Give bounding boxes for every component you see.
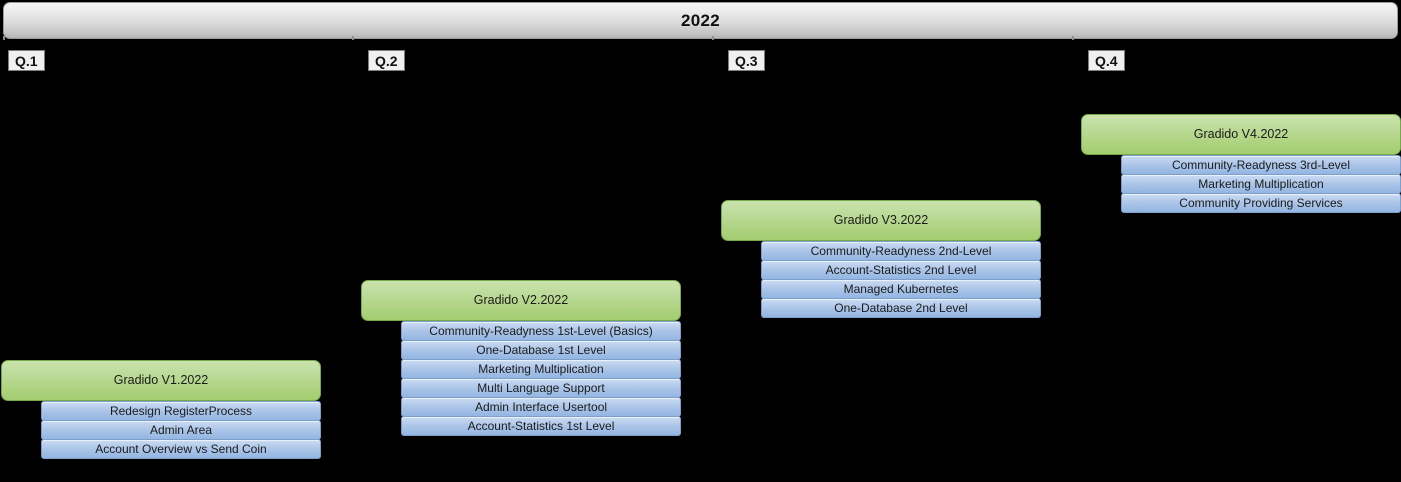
feature-label: Account Overview vs Send Coin bbox=[95, 442, 267, 456]
release-header-v3[interactable]: Gradido V3.2022 bbox=[721, 200, 1041, 241]
quarter-notch-1 bbox=[3, 36, 5, 40]
feature-label: One-Database 1st Level bbox=[476, 343, 606, 357]
release-header-v1[interactable]: Gradido V1.2022 bbox=[1, 360, 321, 401]
feature-label: Community-Readyness 1st-Level (Basics) bbox=[429, 324, 653, 338]
feature-row[interactable]: Community-Readyness 3rd-Level bbox=[1121, 155, 1401, 175]
feature-label: Community-Readyness 3rd-Level bbox=[1171, 158, 1351, 172]
feature-row[interactable]: One-Database 1st Level bbox=[401, 340, 681, 360]
release-title-v4: Gradido V4.2022 bbox=[1193, 127, 1289, 142]
feature-row[interactable]: Community-Readyness 2nd-Level bbox=[761, 241, 1041, 261]
feature-row[interactable]: Marketing Multiplication bbox=[1121, 174, 1401, 194]
feature-list-v2: Community-Readyness 1st-Level (Basics) On… bbox=[401, 321, 681, 436]
feature-row[interactable]: Account-Statistics 2nd Level bbox=[761, 260, 1041, 280]
feature-row[interactable]: Redesign RegisterProcess bbox=[41, 401, 321, 421]
feature-label: Account-Statistics 2nd Level bbox=[825, 263, 977, 277]
feature-label: Account-Statistics 1st Level bbox=[467, 419, 615, 433]
year-bar: 2022 bbox=[3, 2, 1398, 39]
feature-label: Multi Language Support bbox=[477, 381, 605, 395]
feature-label: Admin Area bbox=[149, 423, 213, 437]
feature-label: Marketing Multiplication bbox=[1198, 177, 1324, 191]
feature-label: Managed Kubernetes bbox=[843, 282, 959, 296]
feature-label: Marketing Multiplication bbox=[478, 362, 604, 376]
feature-label: Community Providing Services bbox=[1179, 196, 1343, 210]
release-title-v2: Gradido V2.2022 bbox=[473, 293, 569, 308]
feature-label: Admin Interface Usertool bbox=[474, 400, 608, 414]
feature-row[interactable]: Managed Kubernetes bbox=[761, 279, 1041, 299]
feature-row[interactable]: Community-Readyness 1st-Level (Basics) bbox=[401, 321, 681, 341]
feature-row[interactable]: Marketing Multiplication bbox=[401, 359, 681, 379]
quarter-notch-3 bbox=[712, 36, 714, 40]
quarter-label-1: Q.1 bbox=[8, 50, 45, 71]
release-header-v4[interactable]: Gradido V4.2022 bbox=[1081, 114, 1401, 155]
feature-label: Community-Readyness 2nd-Level bbox=[810, 244, 992, 258]
quarter-notch-4 bbox=[1072, 36, 1074, 40]
feature-row[interactable]: One-Database 2nd Level bbox=[761, 298, 1041, 318]
feature-row[interactable]: Multi Language Support bbox=[401, 378, 681, 398]
feature-row[interactable]: Account-Statistics 1st Level bbox=[401, 416, 681, 436]
release-title-v1: Gradido V1.2022 bbox=[113, 373, 209, 388]
quarter-label-2: Q.2 bbox=[368, 50, 405, 71]
release-header-v2[interactable]: Gradido V2.2022 bbox=[361, 280, 681, 321]
release-title-v3: Gradido V3.2022 bbox=[833, 213, 929, 228]
feature-label: One-Database 2nd Level bbox=[834, 301, 968, 315]
quarter-label-4: Q.4 bbox=[1088, 50, 1125, 71]
feature-row[interactable]: Admin Interface Usertool bbox=[401, 397, 681, 417]
quarter-label-3: Q.3 bbox=[728, 50, 765, 71]
quarter-notch-2 bbox=[352, 36, 354, 40]
feature-row[interactable]: Account Overview vs Send Coin bbox=[41, 439, 321, 459]
feature-label: Redesign RegisterProcess bbox=[109, 404, 253, 418]
feature-row[interactable]: Admin Area bbox=[41, 420, 321, 440]
feature-row[interactable]: Community Providing Services bbox=[1121, 193, 1401, 213]
year-label: 2022 bbox=[680, 11, 721, 30]
